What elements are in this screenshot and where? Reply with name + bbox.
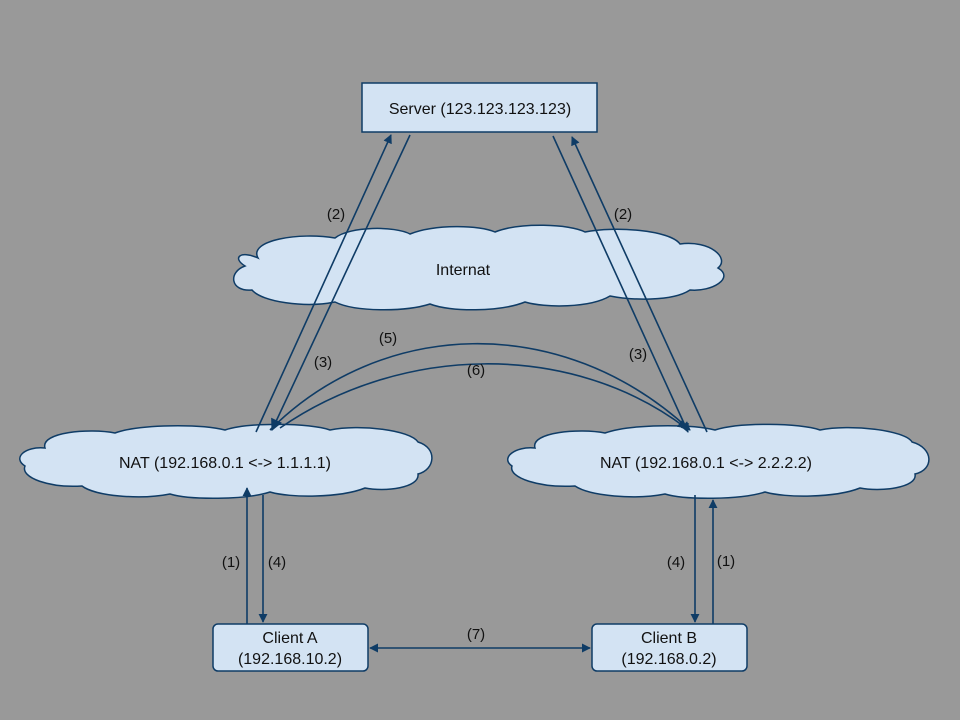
- client-a-name: Client A: [262, 630, 317, 647]
- nat-left-label: NAT (192.168.0.1 <-> 1.1.1.1): [119, 455, 331, 472]
- label-left-up: (2): [327, 206, 345, 223]
- label-client-a-up: (1): [222, 554, 240, 571]
- label-client-a-down: (4): [268, 554, 286, 571]
- edge-server-to-nat-right: [552, 135, 689, 433]
- client-a-address: (192.168.10.2): [238, 651, 342, 668]
- edge-nat-left-to-server: [255, 134, 392, 433]
- edge-arc-lower: [279, 363, 687, 429]
- server-label: Server (123.123.123.123): [389, 101, 571, 118]
- edge-nat-right-to-server: [571, 136, 708, 433]
- edge-arc-upper: [269, 342, 691, 431]
- label-left-down: (3): [314, 354, 332, 371]
- label-arc-upper: (5): [379, 330, 397, 347]
- client-b-address: (192.168.0.2): [621, 651, 716, 668]
- label-right-up: (2): [614, 206, 632, 223]
- label-arc-lower: (6): [467, 362, 485, 379]
- label-clients-link: (7): [467, 626, 485, 643]
- client-b-node: Client B (192.168.0.2): [591, 623, 748, 672]
- nat-right-cloud: NAT (192.168.0.1 <-> 2.2.2.2): [507, 423, 930, 500]
- server-node: Server (123.123.123.123): [361, 82, 598, 133]
- client-a-node: Client A (192.168.10.2): [212, 623, 369, 672]
- label-client-b-up: (1): [717, 553, 735, 570]
- nat-right-label: NAT (192.168.0.1 <-> 2.2.2.2): [600, 455, 812, 472]
- nat-left-cloud: NAT (192.168.0.1 <-> 1.1.1.1): [19, 423, 433, 500]
- internet-cloud: Internat: [233, 224, 725, 311]
- label-client-b-down: (4): [667, 554, 685, 571]
- edge-server-to-nat-left: [271, 134, 411, 432]
- label-right-down: (3): [629, 346, 647, 363]
- client-b-name: Client B: [641, 630, 697, 647]
- internet-label: Internat: [436, 262, 491, 279]
